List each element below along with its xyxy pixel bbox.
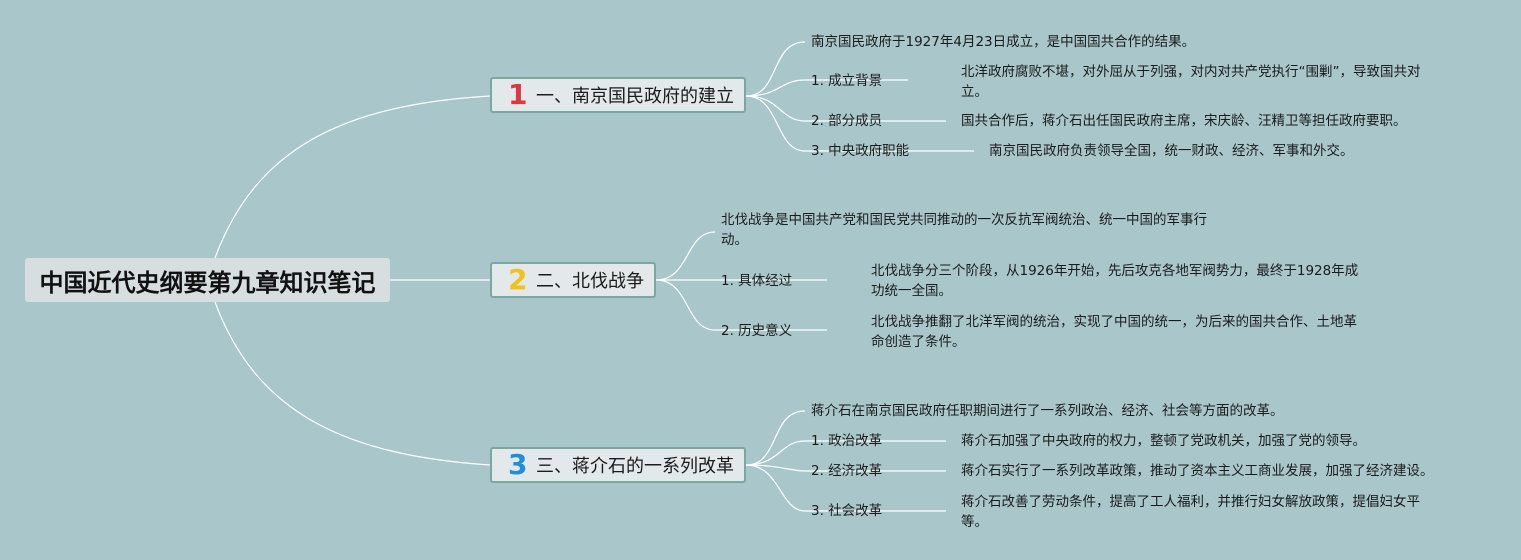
branch-label: 三、蒋介石的一系列改革 — [536, 456, 734, 477]
number-two-icon: 2 — [508, 263, 528, 296]
branch-label: 一、南京国民政府的建立 — [536, 86, 734, 107]
subtopic-detail: 蒋介石改善了劳动条件，提高了工人福利，并推行妇女解放政策，提倡妇女平等。 — [961, 494, 1420, 530]
subtopic-label: 1. 政治改革 — [811, 433, 883, 449]
subtopic-label: 1. 成立背景 — [811, 73, 883, 89]
subtopic-detail: 南京国民政府负责领导全国，统一财政、经济、军事和外交。 — [989, 143, 1354, 159]
branch-summary: 南京国民政府于1927年4月23日成立，是中国国共合作的结果。 — [811, 34, 1196, 50]
subtopic-detail: 国共合作后，蒋介石出任国民政府主席，宋庆龄、汪精卫等担任政府要职。 — [961, 113, 1407, 129]
subtopic-label: 3. 中央政府职能 — [811, 143, 910, 159]
root-topic[interactable]: 中国近代史纲要第九章知识笔记 — [25, 258, 390, 302]
subtopic-label: 2. 经济改革 — [811, 463, 883, 479]
subtopic-label: 2. 部分成员 — [811, 113, 883, 129]
subtopic-detail: 北伐战争分三个阶段，从1926年开始，先后攻克各地军阀势力，最终于1928年成功… — [871, 263, 1359, 299]
branch-summary: 蒋介石在南京国民政府任职期间进行了一系列政治、经济、社会等方面的改革。 — [811, 403, 1284, 419]
branch-topic-1[interactable]: 1 一、南京国民政府的建立 — [490, 77, 746, 113]
branch-topic-3[interactable]: 3 三、蒋介石的一系列改革 — [490, 447, 746, 483]
branch-summary: 北伐战争是中国共产党和国民党共同推动的一次反抗军阀统治、统一中国的军事行动。 — [721, 212, 1207, 248]
number-one-icon: 1 — [508, 78, 528, 111]
subtopic-detail: 北洋政府腐败不堪，对外屈从于列强，对内对共产党执行“围剿”，导致国共对立。 — [961, 64, 1421, 100]
subtopic-detail: 北伐战争推翻了北洋军阀的统治，实现了中国的统一，为后来的国共合作、土地革命创造了… — [871, 314, 1357, 350]
number-three-icon: 3 — [508, 448, 528, 481]
branch-label: 二、北伐战争 — [536, 271, 644, 292]
branch-topic-2[interactable]: 2 二、北伐战争 — [490, 262, 656, 298]
subtopic-label: 1. 具体经过 — [721, 273, 793, 289]
subtopic-detail: 蒋介石实行了一系列改革政策，推动了资本主义工商业发展，加强了经济建设。 — [961, 463, 1434, 479]
root-title: 中国近代史纲要第九章知识笔记 — [39, 268, 376, 297]
subtopic-detail: 蒋介石加强了中央政府的权力，整顿了党政机关，加强了党的领导。 — [961, 433, 1366, 449]
subtopic-label: 3. 社会改革 — [811, 503, 883, 519]
subtopic-label: 2. 历史意义 — [721, 323, 793, 339]
